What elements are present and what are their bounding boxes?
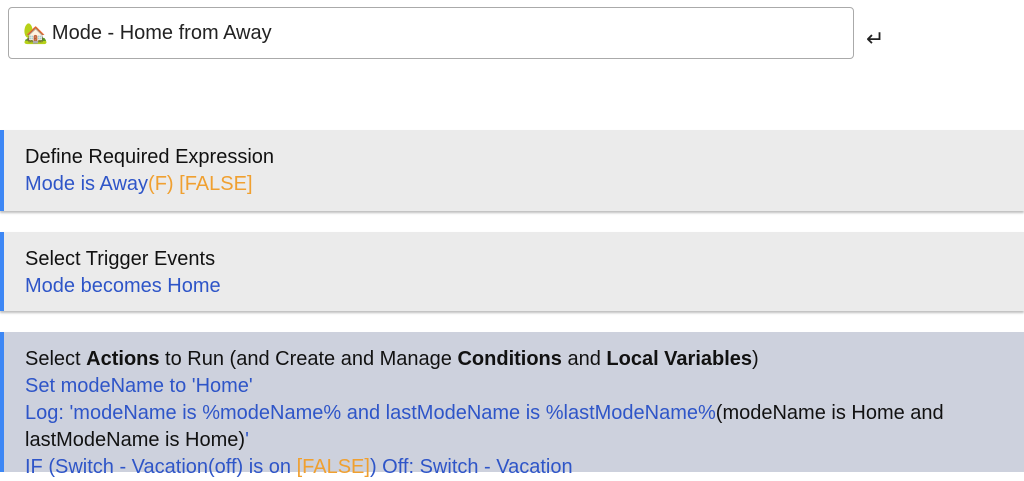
title-text: to Run (and Create and Manage bbox=[159, 348, 458, 370]
section-title: Select Actions to Run (and Create and Ma… bbox=[25, 346, 1024, 373]
action-log: Log: 'modeName is %modeName% and lastMod… bbox=[25, 400, 1005, 454]
if-state: [FALSE] bbox=[296, 456, 370, 478]
action-if: IF (Switch - Vacation(off) is on [FALSE]… bbox=[25, 454, 1024, 481]
log-evaluated: (modeName is Home and lastModeName is Ho… bbox=[25, 402, 944, 451]
trigger-events-section[interactable]: Select Trigger Events Mode becomes Home bbox=[0, 232, 1024, 311]
required-expression-section[interactable]: Define Required Expression Mode is Away(… bbox=[0, 130, 1024, 211]
log-message: Log: 'modeName is %modeName% and lastMod… bbox=[25, 402, 716, 424]
title-bold: Conditions bbox=[457, 348, 562, 370]
section-title: Select Trigger Events bbox=[25, 248, 216, 270]
rule-name-value: Mode - Home from Away bbox=[51, 21, 272, 44]
trigger-event: Mode becomes Home bbox=[25, 275, 221, 297]
actions-section[interactable]: Select Actions to Run (and Create and Ma… bbox=[0, 332, 1024, 478]
section-title: Define Required Expression bbox=[25, 146, 275, 168]
title-text: ) bbox=[752, 348, 759, 370]
rule-name-input[interactable]: 🏡 Mode - Home from Away bbox=[8, 7, 854, 59]
expression-text: Mode is Away bbox=[25, 173, 149, 195]
title-text: Select bbox=[25, 348, 87, 370]
title-bold: Actions bbox=[86, 348, 160, 370]
action-set-variable: Set modeName to 'Home' bbox=[25, 375, 253, 397]
title-text: and bbox=[561, 348, 607, 370]
return-icon[interactable]: ↵ bbox=[866, 26, 885, 51]
if-condition: IF (Switch - Vacation(off) is on bbox=[25, 456, 297, 478]
house-with-garden-icon: 🏡 bbox=[23, 22, 48, 45]
expression-state-short: (F) bbox=[148, 173, 174, 195]
log-suffix: ' bbox=[245, 429, 249, 451]
if-action: ) Off: Switch - Vacation bbox=[369, 456, 573, 478]
expression-state: [FALSE] bbox=[173, 173, 253, 195]
title-bold: Local Variables bbox=[606, 348, 753, 370]
